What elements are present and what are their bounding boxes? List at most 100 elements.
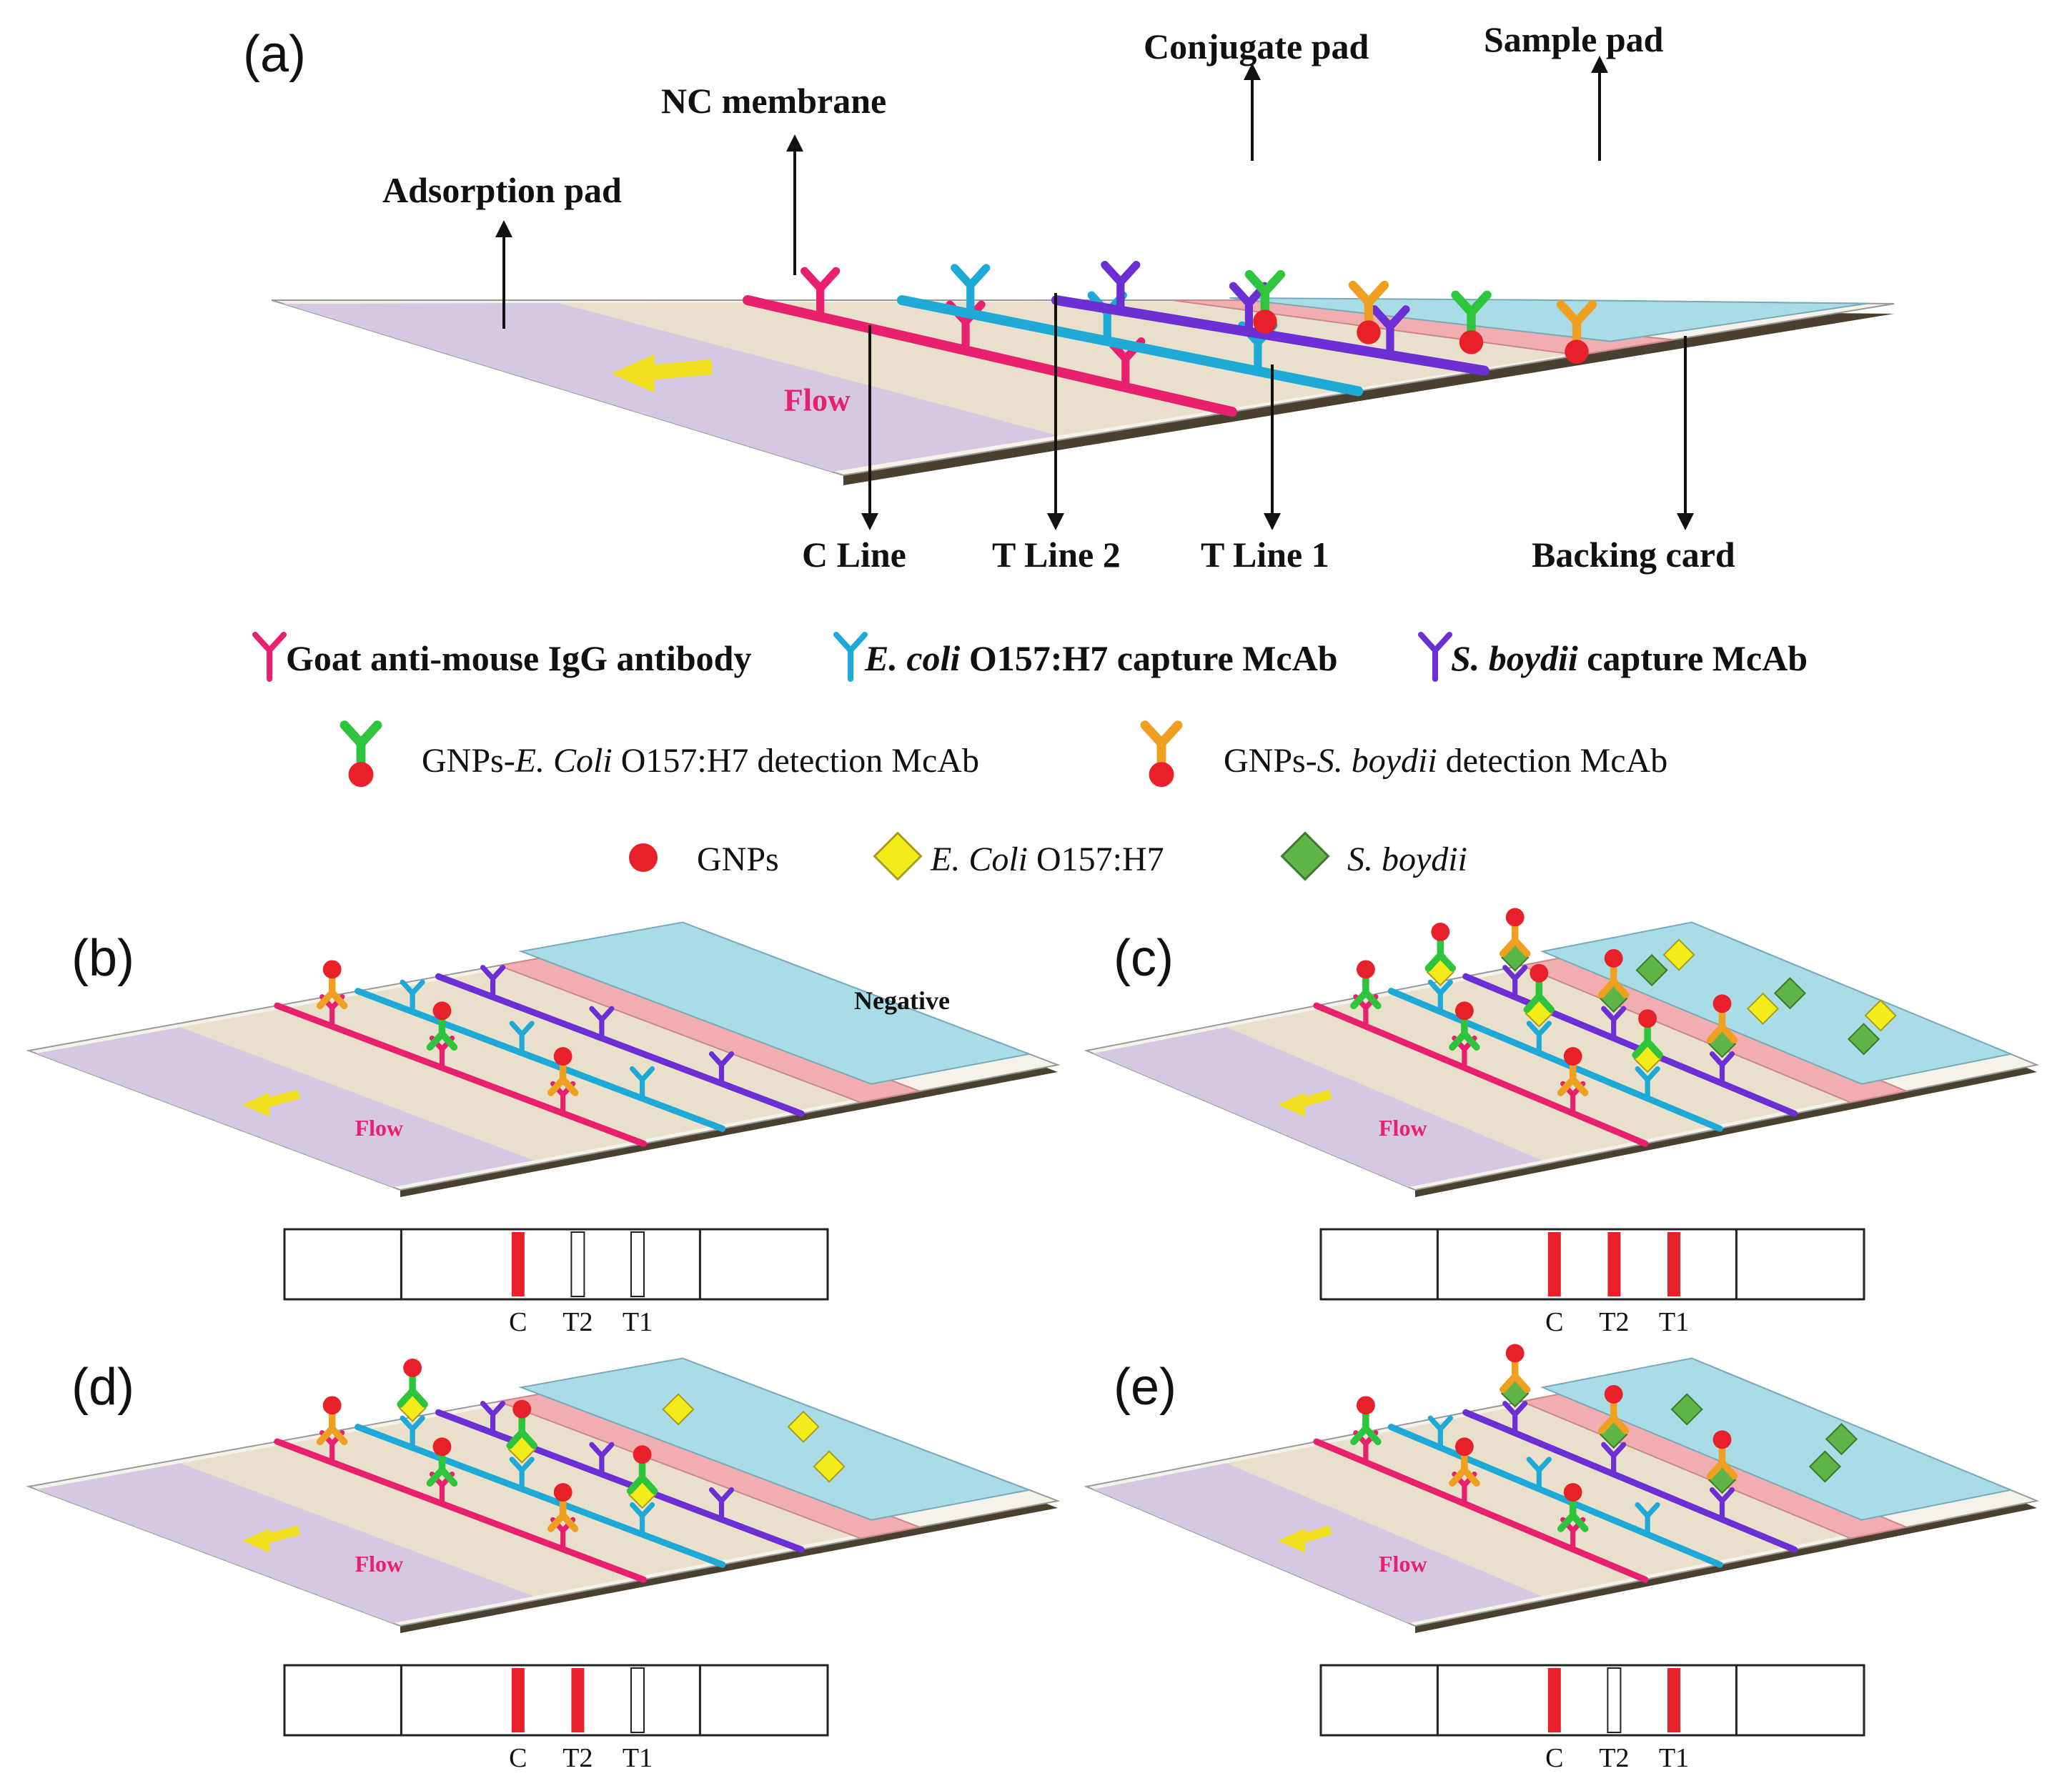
flow-arrow-head (1277, 1528, 1305, 1553)
result-label-t2: T2 (562, 1743, 593, 1773)
gnp-dot (1253, 309, 1277, 334)
ecoli-diamond-icon (662, 1393, 695, 1426)
gnp-sboydii-detection (1556, 299, 1597, 364)
result-strip-frame (1319, 1664, 1865, 1737)
gnp-dot (1459, 330, 1484, 354)
ecoli-diamond-icon (1662, 938, 1695, 971)
t-line-2-antibody (509, 1457, 535, 1492)
detection-arm-right (1362, 1424, 1382, 1446)
captured-gnp-ecoli (1350, 960, 1382, 1010)
legend-gnps-label: GNPs (697, 840, 779, 878)
t-line-2-antibody (1635, 1502, 1660, 1537)
t-line-1 (1462, 973, 1798, 1117)
gnp-dot (1638, 1009, 1657, 1028)
result-line-c-positive (511, 1232, 525, 1296)
captured-gnp-sboydii (1597, 949, 1630, 998)
nc-membrane-label: NC membrane (661, 81, 886, 121)
t-line-1-antibody (708, 1051, 735, 1086)
captured-gnp-ecoli (1449, 1001, 1480, 1051)
t-line-2-antibody (629, 1502, 655, 1537)
legend-sboydii-label: S. boydii (1347, 840, 1467, 878)
antibody-arm-right (1386, 305, 1410, 331)
legend-gnp-sboydii-label: GNPs-S. boydii detection McAb (1224, 742, 1667, 780)
result-label-t1: T1 (1659, 1743, 1689, 1773)
captured-gnp-ecoli (426, 1437, 458, 1487)
panel-d-strip: Flow (26, 1357, 1061, 1633)
c-line-antibody (800, 267, 841, 322)
antibody-arm-right (718, 1051, 735, 1068)
nc-membrane (558, 301, 1608, 436)
gnp-ecoli-icon (339, 720, 382, 788)
t-line-1-antibody (1601, 1442, 1627, 1477)
t-line-2-antibody (400, 979, 425, 1015)
panel-d-letter: (d) (71, 1359, 134, 1416)
detection-arm-right (1610, 1414, 1630, 1434)
ecoli-diamond-icon (1864, 999, 1897, 1032)
c-line (274, 1002, 647, 1147)
legend: Goat anti-mouse IgG antibody E. coli O15… (252, 632, 1808, 881)
gnp-dot (1604, 949, 1623, 968)
t-line-1-antibody (589, 1006, 615, 1041)
t-line-1-antibody (708, 1487, 735, 1522)
antibody-arm-right (519, 1021, 535, 1037)
adsorption-pad (1093, 1027, 1542, 1188)
captured-gnp-ecoli (397, 1358, 428, 1408)
sample-pad (1229, 297, 1868, 342)
c-line (274, 1438, 647, 1583)
c-line (743, 295, 1237, 417)
captured-gnp-sboydii (316, 960, 348, 1010)
adsorption-pad (283, 302, 1059, 472)
result-strip-frame (283, 1664, 829, 1737)
detection-arm-right (1437, 951, 1457, 972)
sboydii-diamond-icon (1670, 1393, 1703, 1426)
result-line-c-positive (1547, 1668, 1561, 1732)
result-label-t1: T1 (623, 1307, 653, 1337)
detection-arm-right (1511, 1372, 1531, 1394)
antibody-arm-right (1719, 1051, 1735, 1068)
detection-arm-right (638, 1474, 658, 1494)
gnp-dot (1505, 908, 1525, 927)
sample-pad (518, 1357, 1032, 1521)
detection-arm-right (1535, 993, 1555, 1013)
captured-gnp-sboydii (1706, 1430, 1738, 1480)
sboydii-diamond-icon (1773, 977, 1807, 1010)
panel-a-strip: Flow (271, 260, 1895, 485)
panel-a-labels: Adsorption pad NC membrane Conjugate pad… (382, 19, 1735, 575)
adsorption-pad-label: Adsorption pad (382, 170, 622, 210)
t-line-1-antibody (480, 965, 506, 1000)
detection-arm-right (1718, 1023, 1738, 1044)
result-label-t2: T2 (1599, 1743, 1629, 1773)
result-line-t2-negative (1607, 1667, 1622, 1733)
detection-arm-right (559, 1512, 579, 1532)
nc-membrane (180, 1399, 877, 1597)
gnp-ecoli-detection (1244, 269, 1286, 334)
t-line-2-label: T Line 2 (992, 535, 1121, 575)
captured-gnp-ecoli (1350, 1396, 1382, 1446)
gnp-dot (1530, 963, 1549, 983)
antibody-arm-left (252, 632, 272, 653)
gnp-dot (432, 1437, 452, 1457)
nc-membrane (1226, 963, 1866, 1161)
result-label-c: C (1545, 1743, 1563, 1773)
t-line-1-antibody (1502, 965, 1528, 1000)
detection-arm-right (1644, 1038, 1663, 1058)
detection-arm-right (1461, 1030, 1480, 1051)
t-line-2 (1387, 1424, 1723, 1568)
t-line-1-label: T Line 1 (1201, 535, 1329, 575)
gnp-dot (553, 1047, 572, 1066)
captured-gnp-ecoli (1424, 922, 1457, 972)
antibody-arm-right (639, 1066, 655, 1083)
gnp-dot (1563, 1047, 1582, 1066)
gnp-ecoli-detection (1451, 290, 1492, 354)
legend-gnp-ecoli-label: GNPs-E. Coli O157:H7 detection McAb (422, 742, 979, 780)
gnp-sboydii-icon (1140, 720, 1183, 788)
result-label-t1: T1 (1659, 1307, 1689, 1337)
antibody-arm-right (1536, 1021, 1552, 1037)
antibody-arm-right (848, 632, 868, 653)
captured-gnp-sboydii (547, 1047, 579, 1096)
panel-e-letter: (e) (1114, 1359, 1176, 1416)
gnp-dot (553, 1483, 572, 1502)
t-line-1-antibody (480, 1401, 506, 1436)
